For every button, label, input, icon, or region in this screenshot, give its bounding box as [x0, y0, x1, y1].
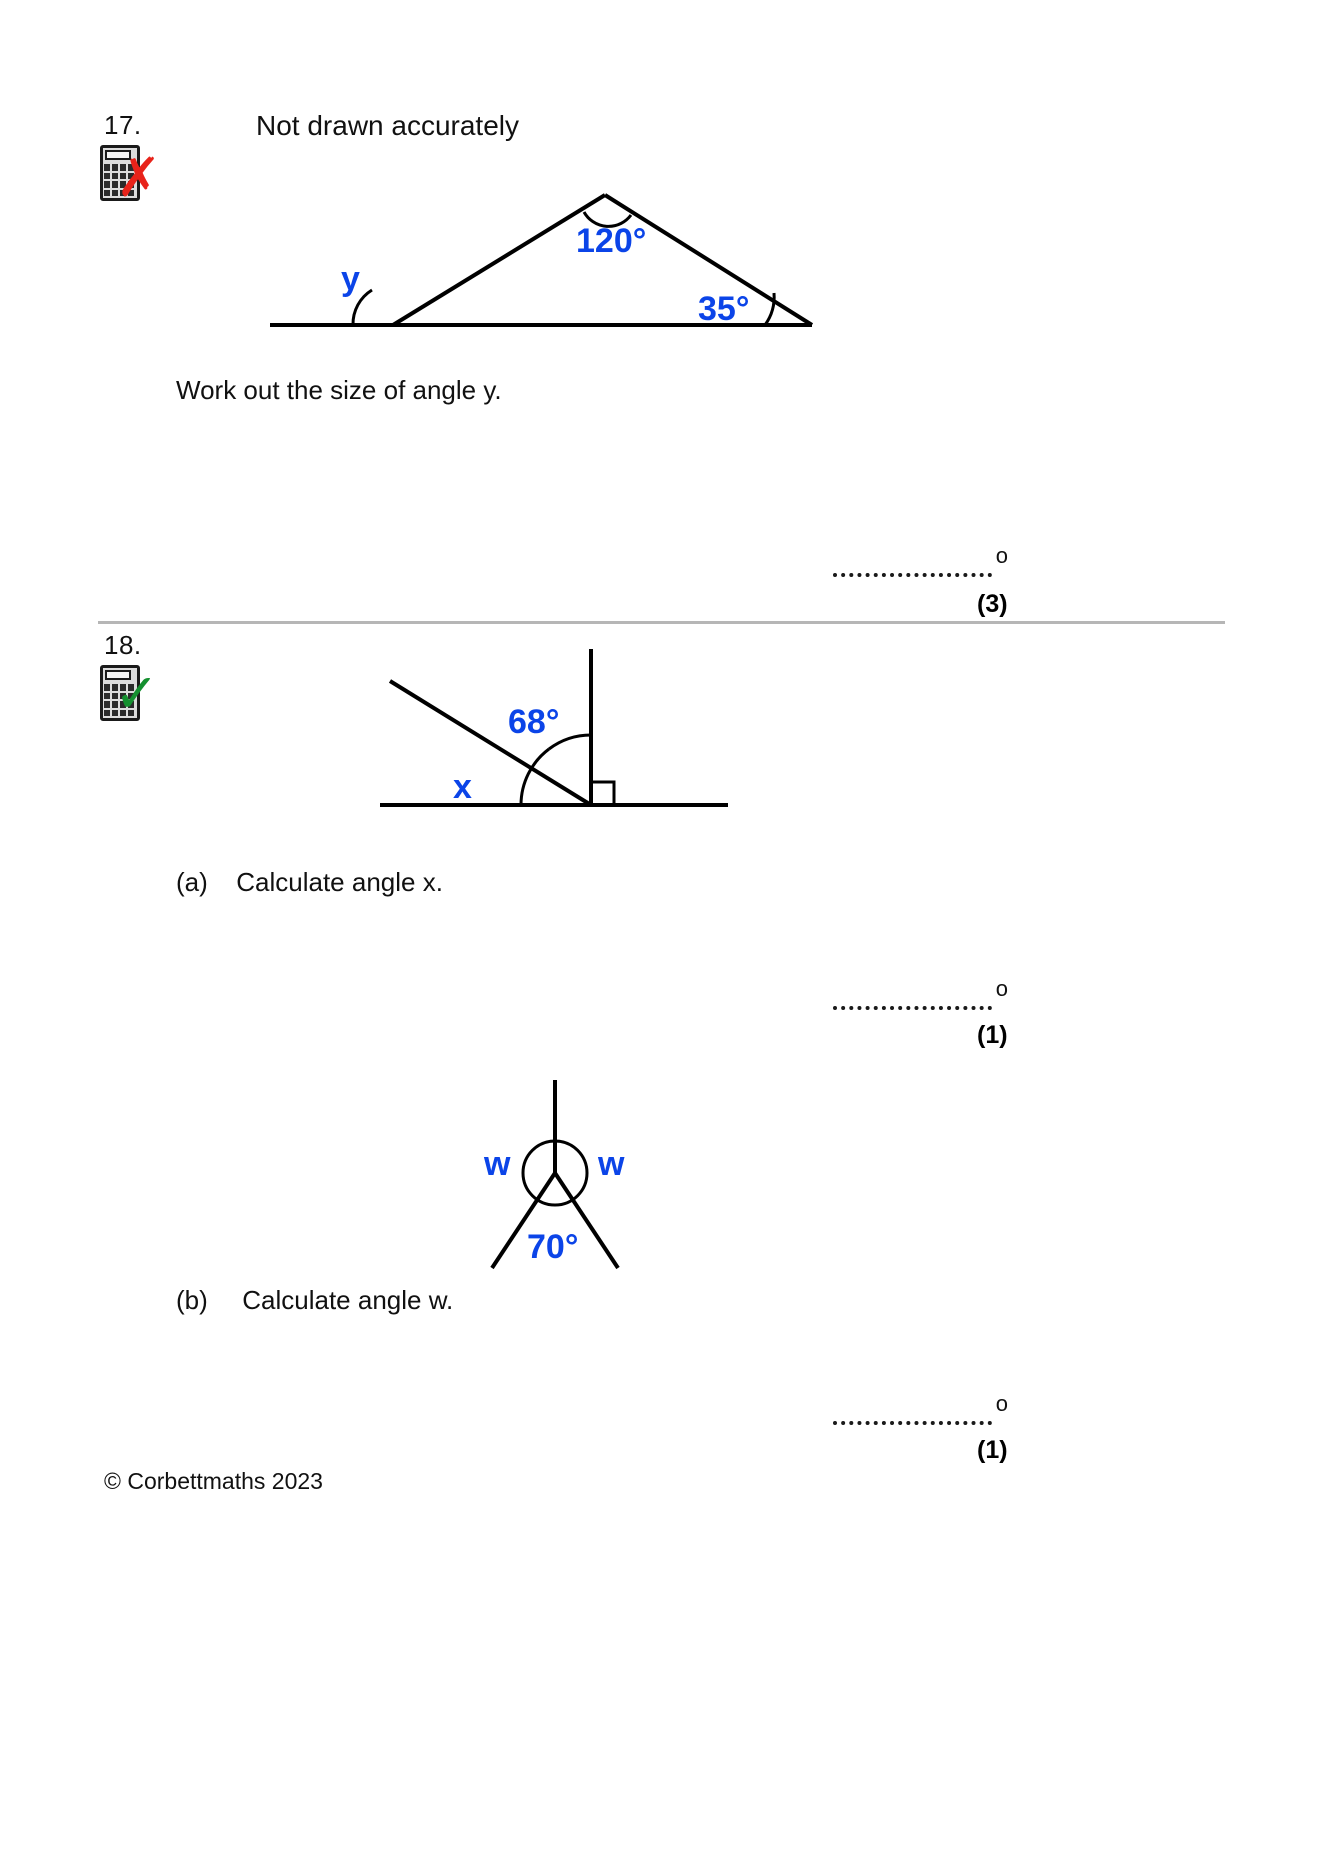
triangle-right-side [603, 193, 814, 327]
unknown-angle-y-label: y [341, 260, 360, 298]
dotted-rule [833, 1005, 992, 1010]
angle-68-arc [548, 733, 592, 751]
question-17-prompt: Work out the size of angle y. [176, 375, 502, 405]
not-drawn-accurately-note: Not drawn accurately [256, 110, 520, 141]
calculator-keys [104, 164, 134, 196]
lower-left-ray [490, 1171, 557, 1270]
answer-line-18a[interactable]: o [833, 978, 1008, 1010]
angle-70-label: 70° [527, 1228, 579, 1266]
part-b-label: (b) [176, 1285, 208, 1315]
lower-right-ray [553, 1171, 620, 1270]
dotted-rule [833, 1420, 992, 1425]
degree-symbol: o [995, 543, 1008, 568]
right-angle-marker [591, 780, 616, 805]
question-number-18: 18. [104, 630, 142, 660]
section-divider [98, 621, 1225, 624]
question-18b-label-and-prompt: (b) Calculate angle w. [176, 1285, 453, 1316]
exterior-angle-arc [351, 288, 373, 326]
calculator-screen [105, 150, 131, 160]
answer-line-17[interactable]: o [833, 545, 1008, 577]
question-number-17: 17. [104, 110, 142, 140]
calculator-screen [105, 670, 131, 680]
marks-18a: (1) [977, 1021, 1008, 1049]
degree-symbol: o [995, 1391, 1008, 1416]
right-base-angle-arc [763, 292, 776, 326]
angle-w-left-label: w [484, 1145, 511, 1183]
apex-angle-label: 120° [576, 222, 647, 260]
angle-x-arc [519, 747, 550, 806]
question-18a-label-and-prompt: (a) Calculate angle x. [176, 867, 443, 898]
marks-18b: (1) [977, 1436, 1008, 1464]
calculator-allowed-icon: ✓ [100, 665, 159, 721]
angle-w-right-label: w [598, 1145, 625, 1183]
slanted-ray [388, 679, 593, 807]
angle-circle [521, 1139, 589, 1207]
cross-icon: ✗ [116, 146, 162, 209]
part-a-prompt: Calculate angle x. [236, 867, 443, 897]
calculator-keys [104, 684, 134, 716]
triangle-left-side [391, 193, 607, 327]
marks-17: (3) [977, 590, 1008, 618]
apex-angle-arc [582, 211, 633, 228]
copyright-footer: © Corbettmaths 2023 [104, 1468, 323, 1494]
calculator-not-allowed-icon: ✗ [100, 145, 161, 205]
angles-around-point-diagram [470, 1078, 640, 1283]
part-a-label: (a) [176, 867, 208, 897]
part-b-prompt: Calculate angle w. [242, 1285, 454, 1315]
base-angle-label: 35° [698, 290, 750, 328]
dotted-rule [833, 572, 992, 577]
angle-68-label: 68° [508, 703, 560, 741]
angle-x-label: x [453, 768, 472, 806]
triangle-angles-diagram [260, 180, 830, 345]
answer-line-18b[interactable]: o [833, 1393, 1008, 1425]
degree-symbol: o [995, 976, 1008, 1001]
check-icon: ✓ [114, 662, 160, 725]
angles-on-straight-line-diagram [378, 645, 738, 815]
